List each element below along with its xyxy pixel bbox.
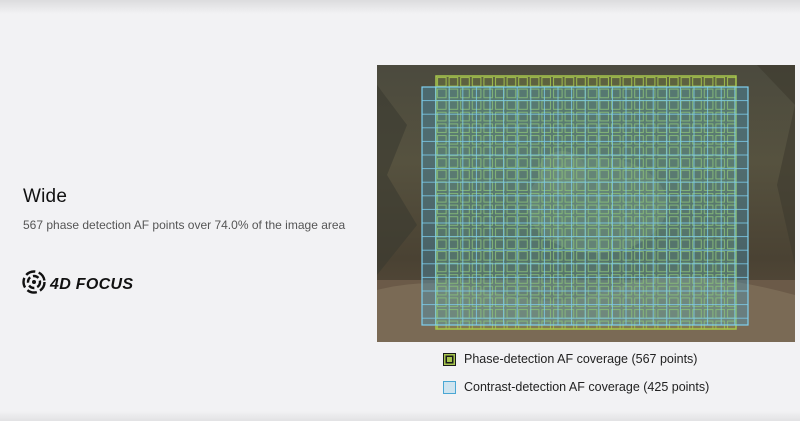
legend: Phase-detection AF coverage (567 points)… — [443, 350, 709, 406]
legend-phase-label: Phase-detection AF coverage (567 points) — [464, 352, 698, 366]
top-shade — [0, 0, 800, 14]
legend-contrast-label: Contrast-detection AF coverage (425 poin… — [464, 380, 710, 394]
mode-title: Wide — [23, 186, 68, 207]
af-coverage-photo — [377, 65, 795, 342]
contrast-swatch-icon — [443, 380, 456, 394]
legend-item-contrast: Contrast-detection AF coverage (425 poin… — [443, 378, 709, 396]
bottom-shade — [0, 411, 800, 421]
mode-info: Wide 567 phase detection AF points over … — [23, 186, 368, 232]
legend-item-phase: Phase-detection AF coverage (567 points) — [443, 350, 709, 368]
phase-swatch-icon — [443, 352, 456, 366]
brand-label: 4D FOCUS — [50, 275, 134, 293]
mode-description: 567 phase detection AF points over 74.0%… — [23, 218, 346, 232]
brand-logo: 4D FOCUS — [22, 270, 133, 299]
swirl-logo-icon — [22, 270, 46, 299]
